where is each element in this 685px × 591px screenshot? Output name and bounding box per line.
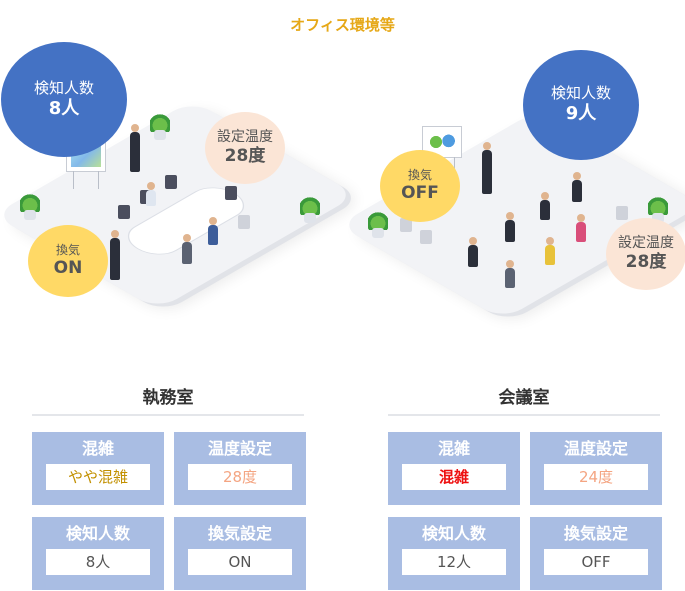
page-title: オフィス環境等 [290, 16, 395, 34]
person-icon [182, 234, 192, 264]
bubble-label: 設定温度 [217, 128, 273, 145]
tile-label: 温度設定 [207, 439, 272, 458]
attendee-icon [572, 172, 582, 202]
office-temp-bubble: 設定温度 28度 [205, 112, 285, 184]
plant-icon [648, 185, 668, 223]
bubble-value: OFF [401, 182, 439, 203]
bubble-value: ON [53, 257, 83, 278]
chair-icon [420, 230, 432, 244]
plant-icon [20, 180, 40, 220]
person-icon [130, 124, 140, 172]
office-people-bubble: 検知人数 8人 [1, 42, 127, 157]
chair-icon [238, 215, 250, 229]
bubble-label: 換気 [55, 242, 80, 257]
chair-icon [165, 175, 177, 189]
plant-icon [300, 185, 320, 223]
detected-people-tile: 検知人数 8人 [32, 517, 164, 590]
person-icon [208, 217, 218, 245]
tile-label: 混雑 [81, 439, 114, 458]
meeting-room-status-panel: 会議室 混雑 混雑 温度設定 24度 検知人数 12人 換気設定 OFF [388, 380, 662, 590]
bubble-label: 換気 [407, 167, 432, 182]
temperature-value: 28度 [188, 464, 292, 490]
office-illustration [0, 40, 357, 340]
bubble-label: 検知人数 [550, 84, 611, 103]
congestion-tile: 混雑 やや混雑 [32, 432, 164, 505]
tile-label: 検知人数 [421, 524, 486, 543]
meeting-temp-bubble: 設定温度 28度 [606, 218, 685, 290]
person-icon [146, 182, 156, 206]
person-icon [110, 230, 120, 280]
room-title: 会議室 [498, 388, 550, 408]
bubble-value: 9人 [565, 103, 597, 125]
office-status-panel: 執務室 混雑 やや混雑 温度設定 28度 検知人数 8人 換気設定 ON [32, 380, 306, 590]
office-vent-bubble: 換気 ON [28, 225, 108, 297]
tile-label: 換気設定 [563, 524, 628, 543]
tile-label: 混雑 [437, 439, 470, 458]
ventilation-value: OFF [544, 549, 648, 575]
temperature-setting-tile: 温度設定 24度 [530, 432, 662, 505]
detected-people-tile: 検知人数 12人 [388, 517, 520, 590]
attendee-icon [540, 192, 550, 220]
bubble-label: 設定温度 [618, 234, 674, 251]
plant-icon [368, 200, 388, 238]
presenter-icon [482, 142, 492, 194]
attendee-icon [545, 237, 555, 265]
bubble-value: 8人 [48, 97, 80, 119]
divider [388, 414, 660, 416]
tile-label: 換気設定 [207, 524, 272, 543]
attendee-icon [505, 212, 515, 242]
ventilation-setting-tile: 換気設定 OFF [530, 517, 662, 590]
meeting-people-bubble: 検知人数 9人 [523, 50, 639, 160]
temperature-setting-tile: 温度設定 28度 [174, 432, 306, 505]
plant-icon [150, 100, 170, 140]
bubble-value: 28度 [625, 252, 667, 273]
ventilation-value: ON [188, 549, 292, 575]
attendee-icon [468, 237, 478, 267]
attendee-icon [505, 260, 515, 288]
people-count-value: 12人 [402, 549, 506, 575]
chair-icon [616, 206, 628, 220]
bubble-label: 検知人数 [33, 78, 94, 97]
attendee-icon [576, 214, 586, 242]
meeting-room-illustration [338, 40, 685, 340]
congestion-tile: 混雑 混雑 [388, 432, 520, 505]
chair-icon [400, 218, 412, 232]
room-title: 執務室 [142, 388, 194, 408]
meeting-vent-bubble: 換気 OFF [380, 150, 460, 222]
ventilation-setting-tile: 換気設定 ON [174, 517, 306, 590]
tile-label: 検知人数 [65, 524, 130, 543]
congestion-value: 混雑 [402, 464, 506, 490]
divider [32, 414, 304, 416]
people-count-value: 8人 [46, 549, 150, 575]
chair-icon [118, 205, 130, 219]
chair-icon [225, 186, 237, 200]
bubble-value: 28度 [224, 146, 266, 167]
tile-label: 温度設定 [563, 439, 628, 458]
temperature-value: 24度 [544, 464, 648, 490]
congestion-value: やや混雑 [46, 464, 150, 490]
